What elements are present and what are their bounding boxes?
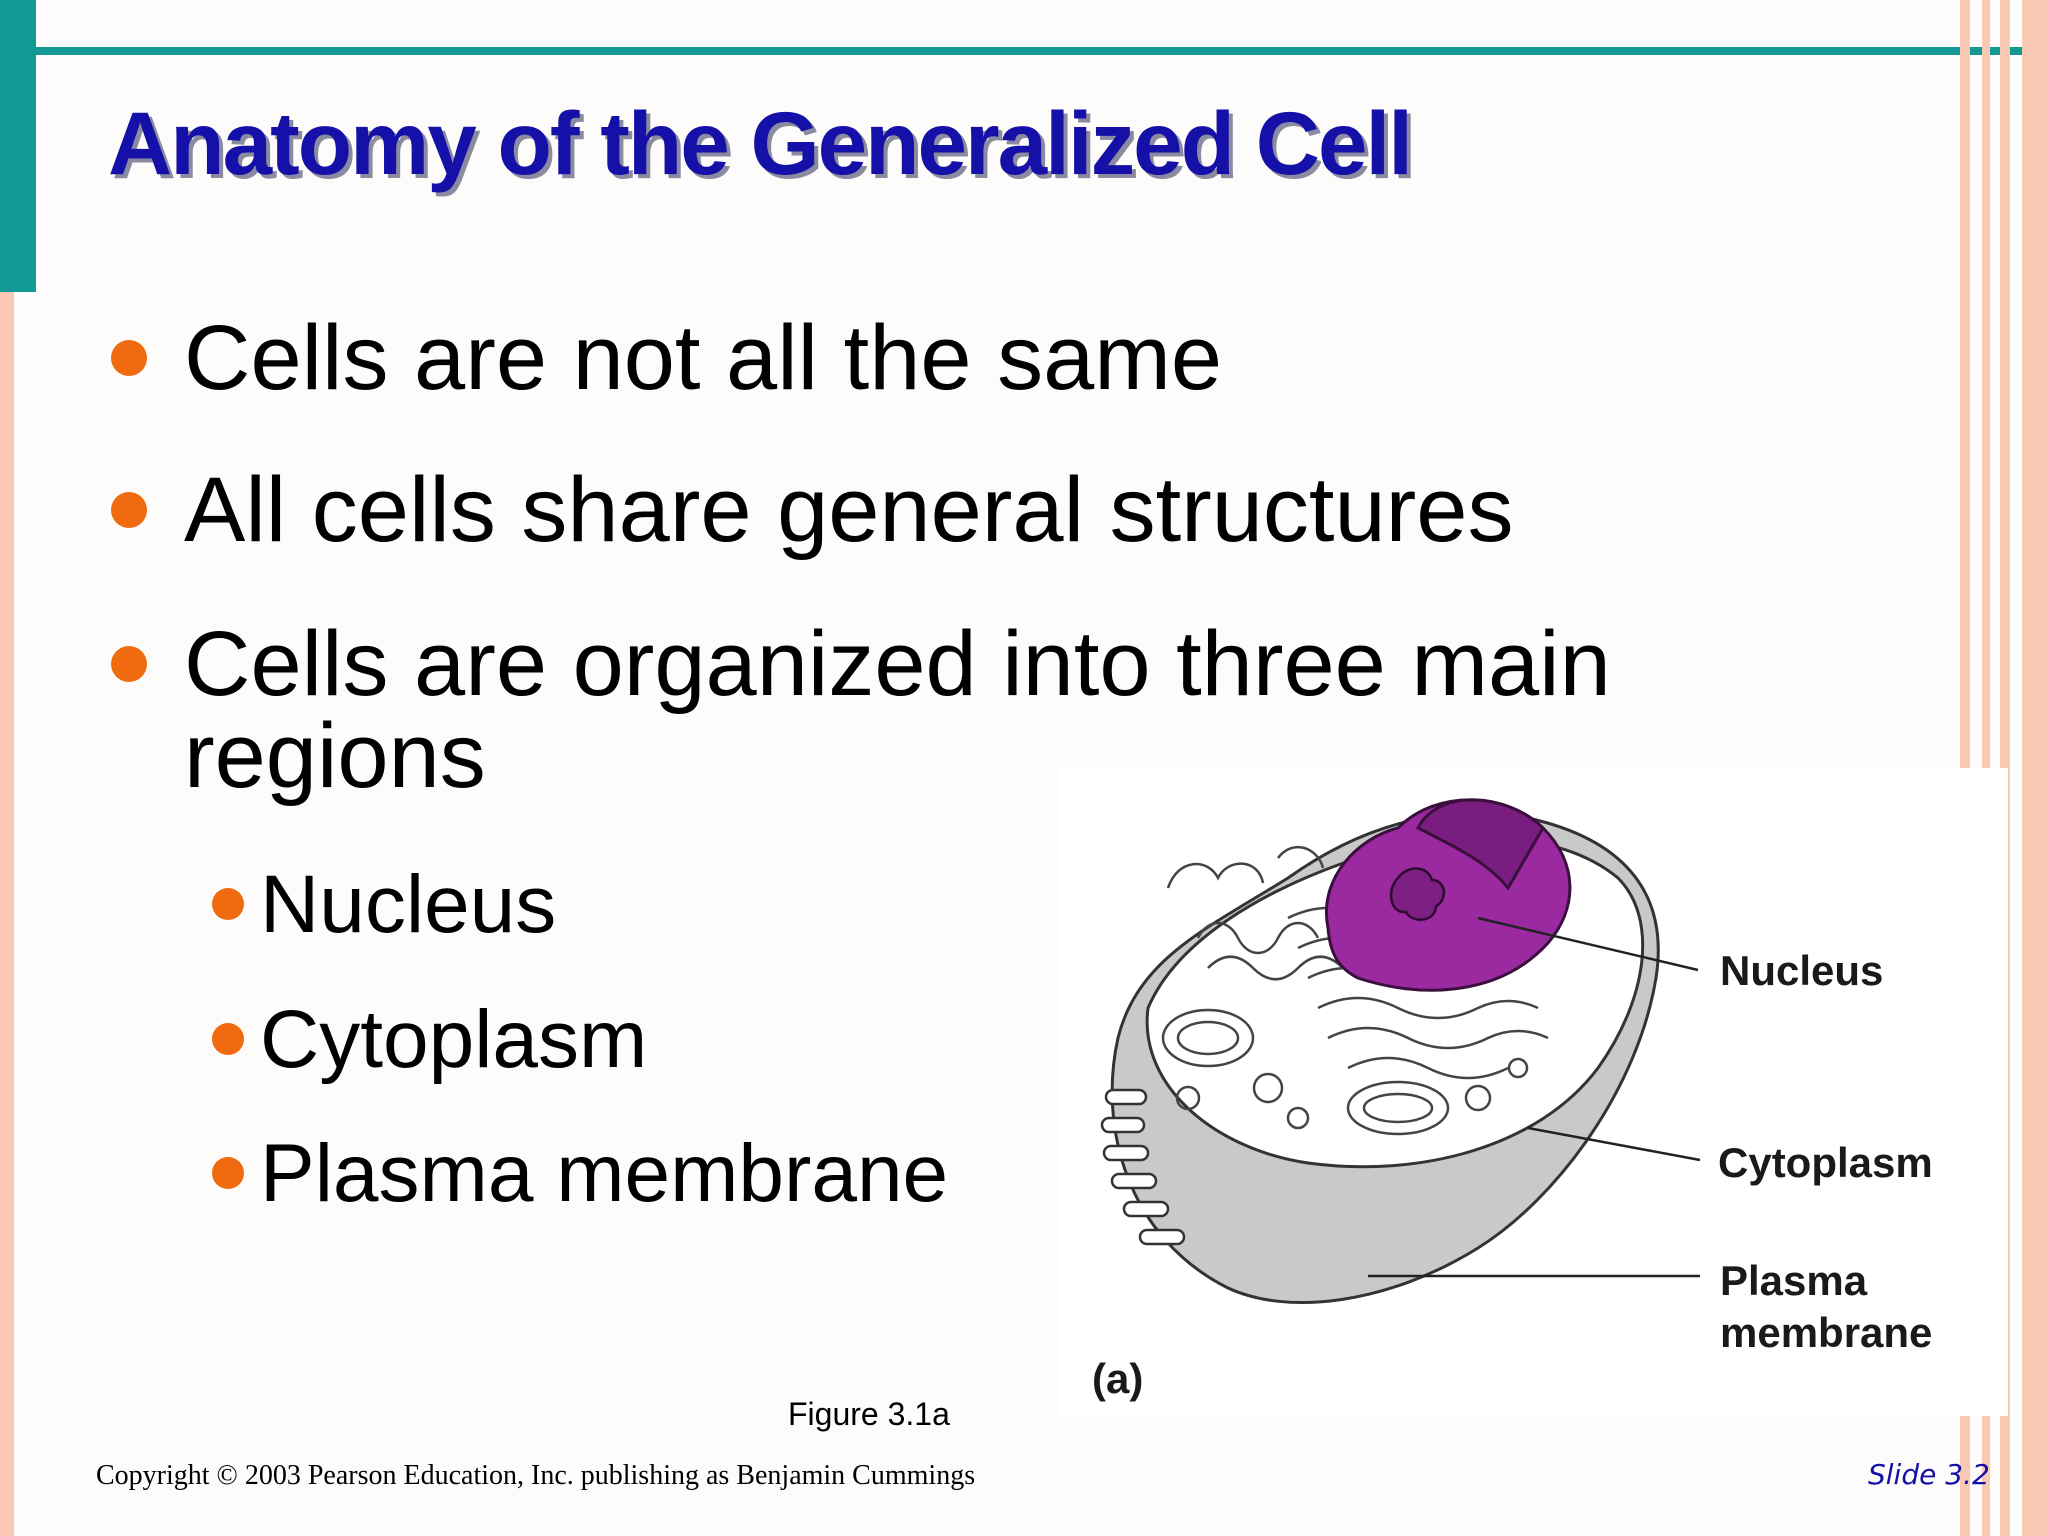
plasma-membrane-label-line2: membrane xyxy=(1720,1309,1933,1356)
bullet-dot-icon xyxy=(111,646,147,682)
sub-bullet-text: Plasma membrane xyxy=(260,1128,949,1219)
sub-bullet-item: Nucleus xyxy=(212,864,556,946)
plasma-membrane-label-line1: Plasma xyxy=(1720,1257,1868,1304)
sub-bullet-text: Nucleus xyxy=(260,859,557,950)
cell-figure-panel: Nucleus Cytoplasm Plasma membrane (a) xyxy=(1058,768,2008,1416)
figure-panel-letter: (a) xyxy=(1092,1355,1144,1402)
bullet-dot-icon xyxy=(111,340,147,376)
bullet-item: All cells share general structures xyxy=(111,464,1513,556)
bullet-text-line1: Cells are organized into three main xyxy=(184,613,1611,715)
generalized-cell-illustration xyxy=(1100,798,1701,1305)
sub-bullet-text: Cytoplasm xyxy=(260,994,648,1085)
teal-corner-block xyxy=(0,0,36,292)
sub-bullet-item: Cytoplasm xyxy=(212,999,647,1081)
bullet-item: Cells are organized into three main regi… xyxy=(111,618,1611,802)
cytoplasm-label: Cytoplasm xyxy=(1718,1139,1933,1186)
left-border-strip xyxy=(0,0,14,1536)
bullet-item: Cells are not all the same xyxy=(111,312,1222,404)
sub-bullet-dot-icon xyxy=(212,1023,244,1055)
bullet-text: Cells are not all the same xyxy=(184,307,1223,409)
bullet-dot-icon xyxy=(111,492,147,528)
slide-number: Slide 3.2 xyxy=(1868,1458,1990,1491)
nucleus-label: Nucleus xyxy=(1720,947,1884,994)
copyright-footer: Copyright © 2003 Pearson Education, Inc.… xyxy=(96,1460,976,1491)
sub-bullet-dot-icon xyxy=(212,888,244,920)
teal-header-rule xyxy=(36,47,2030,55)
bullet-text: All cells share general structures xyxy=(184,459,1514,561)
slide-title: Anatomy of the Generalized Cell xyxy=(108,93,1413,193)
sub-bullet-dot-icon xyxy=(212,1157,244,1189)
sub-bullet-item: Plasma membrane xyxy=(212,1133,948,1215)
figure-caption: Figure 3.1a xyxy=(788,1396,950,1432)
bullet-text-line2: regions xyxy=(184,705,486,807)
